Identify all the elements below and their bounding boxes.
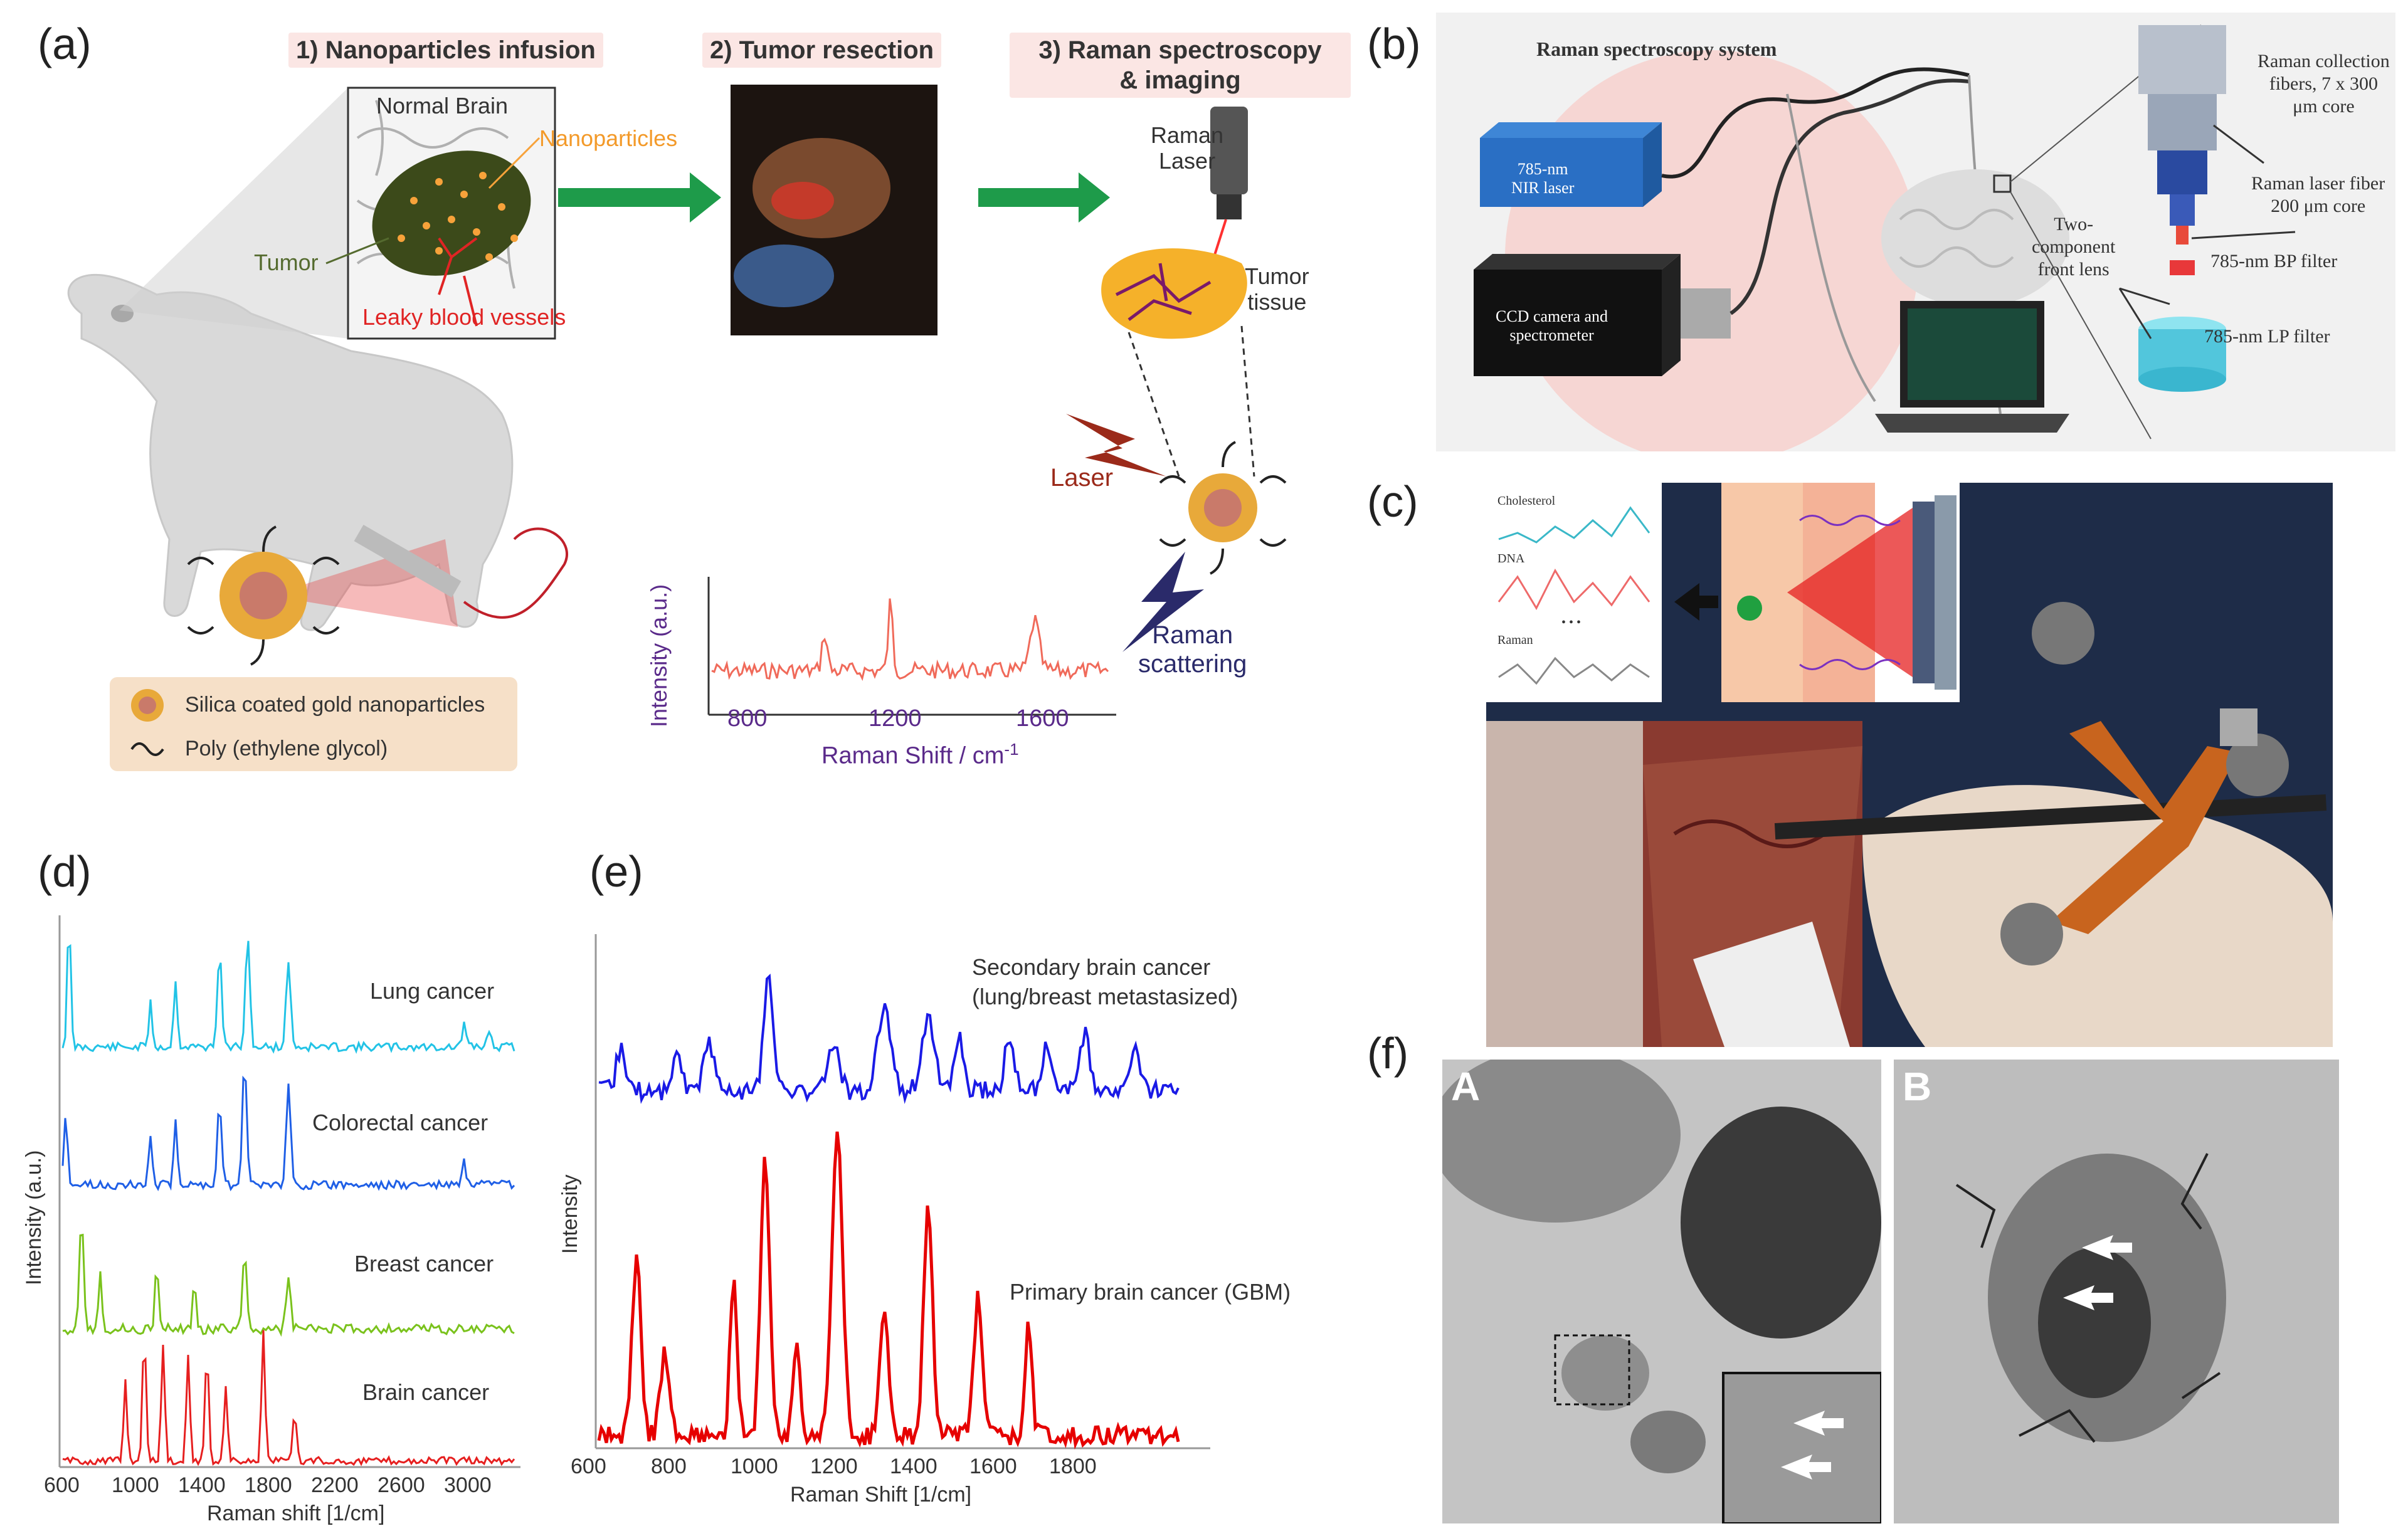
label-ccd: CCD camera and spectrometer <box>1496 307 1608 344</box>
panel-d: Lung cancer Colorectal cancer Breast can… <box>0 897 552 1525</box>
d-tick-6: 3000 <box>444 1473 492 1497</box>
series-primary: Primary brain cancer (GBM) <box>1010 1279 1291 1305</box>
panel-c-photo: Cholesterol DNA Raman • • • <box>1486 483 2333 1047</box>
panel-a-illustration <box>67 85 1287 771</box>
spectrum-brain <box>62 1330 515 1466</box>
panel-e-tag: (e) <box>589 847 643 896</box>
spectrum-colorectal <box>61 1075 515 1192</box>
inset-cholesterol: Cholesterol <box>1497 494 1556 508</box>
panel-a: 1) Nanoparticles infusion 2) Tumor resec… <box>0 0 1351 790</box>
panel-c-tag: (c) <box>1367 477 1418 526</box>
e-xlabel: Raman Shift [1/cm] <box>790 1483 972 1507</box>
e-tick-4: 1400 <box>890 1455 937 1478</box>
label-nir-laser: 785-nm NIR laser <box>1511 160 1575 197</box>
inset-dna: DNA <box>1497 552 1525 566</box>
label-normal-brain: Normal Brain <box>376 93 509 118</box>
series-colorectal: Colorectal cancer <box>312 1110 488 1135</box>
step-3-label: 3) Raman spectroscopy & imaging <box>1010 33 1351 98</box>
e-tick-0: 600 <box>571 1455 606 1478</box>
e-tick-5: 1600 <box>969 1455 1017 1478</box>
legend-peg: Poly (ethylene glycol) <box>185 737 388 760</box>
label-lp-filter: 785-nm LP filter <box>2204 326 2330 347</box>
panel-b: Raman spectroscopy system 785-nm NIR las… <box>1436 13 2395 451</box>
d-tick-4: 2200 <box>311 1473 359 1497</box>
spectrum-lung <box>61 940 515 1055</box>
e-tick-3: 1200 <box>810 1455 858 1478</box>
e-tick-1: 800 <box>651 1455 687 1478</box>
d-tick-2: 1400 <box>178 1473 226 1497</box>
inset-ellipsis: • • • <box>1561 616 1582 629</box>
step-2-label: 2) Tumor resection <box>702 33 942 68</box>
label-tumor: Tumor <box>254 250 319 275</box>
d-tick-3: 1800 <box>245 1473 292 1497</box>
panel-a-tag: (a) <box>38 19 92 68</box>
inset-xlabel: Raman Shift / cm-1 <box>821 740 1019 769</box>
panel-b-title: Raman spectroscopy system <box>1536 38 1777 60</box>
d-tick-1: 1000 <box>112 1473 159 1497</box>
label-raman-laser: Raman Laser <box>1151 122 1224 174</box>
panel-e-chart <box>594 934 1210 1450</box>
spectrum-breast <box>62 1233 515 1337</box>
inset-tick-1200: 1200 <box>869 705 922 732</box>
d-tick-0: 600 <box>44 1473 80 1497</box>
spectrum-secondary <box>598 973 1180 1105</box>
panel-e: Secondary brain cancer (lung/breast meta… <box>552 897 1367 1523</box>
inset-tick-800: 800 <box>727 705 768 732</box>
panel-f-tag: (f) <box>1367 1029 1409 1078</box>
label-leaky-vessels: Leaky blood vessels <box>362 304 566 330</box>
series-lung: Lung cancer <box>370 978 495 1004</box>
label-bp-filter: 785-nm BP filter <box>2210 251 2338 271</box>
series-secondary: Secondary brain cancer (lung/breast meta… <box>972 954 1238 1009</box>
label-tumor-tissue: Tumor tissue <box>1245 263 1309 315</box>
d-tick-5: 2600 <box>378 1473 425 1497</box>
spectrum-primary <box>597 1131 1180 1450</box>
panel-f-image-a: A <box>1442 1060 1881 1523</box>
panel-f-sub-b: B <box>1903 1064 1932 1109</box>
e-tick-6: 1800 <box>1049 1455 1097 1478</box>
step-1-label: 1) Nanoparticles infusion <box>288 33 603 68</box>
inset-ylabel: Intensity (a.u.) <box>646 584 672 727</box>
label-laser-fiber: Raman laser fiber 200 μm core <box>2251 173 2385 216</box>
series-breast: Breast cancer <box>354 1251 494 1276</box>
label-laser: Laser <box>1050 464 1114 492</box>
inset-tick-1600: 1600 <box>1016 705 1069 732</box>
label-raman-scattering: Raman scattering <box>1138 621 1247 678</box>
inset-raman: Raman <box>1497 633 1533 647</box>
label-collection-fibers: Raman collection fibers, 7 x 300 μm core <box>2258 51 2390 117</box>
panel-f-image-b: B <box>1894 1060 2339 1523</box>
label-nanoparticles: Nanoparticles <box>539 125 678 151</box>
e-tick-2: 1000 <box>731 1455 778 1478</box>
panel-a-spectrum <box>711 598 1109 681</box>
panel-b-tag: (b) <box>1367 19 1421 68</box>
legend-silica-gold: Silica coated gold nanoparticles <box>185 693 485 717</box>
label-front-lens: Two- component front lens <box>2032 214 2116 280</box>
d-ylabel: Intensity (a.u.) <box>22 1150 46 1285</box>
panel-d-tag: (d) <box>38 847 92 896</box>
d-xlabel: Raman shift [1/cm] <box>207 1502 385 1525</box>
panel-d-chart <box>58 915 520 1468</box>
panel-f-sub-a: A <box>1451 1064 1481 1109</box>
series-brain: Brain cancer <box>362 1379 490 1405</box>
e-ylabel: Intensity <box>558 1174 582 1254</box>
